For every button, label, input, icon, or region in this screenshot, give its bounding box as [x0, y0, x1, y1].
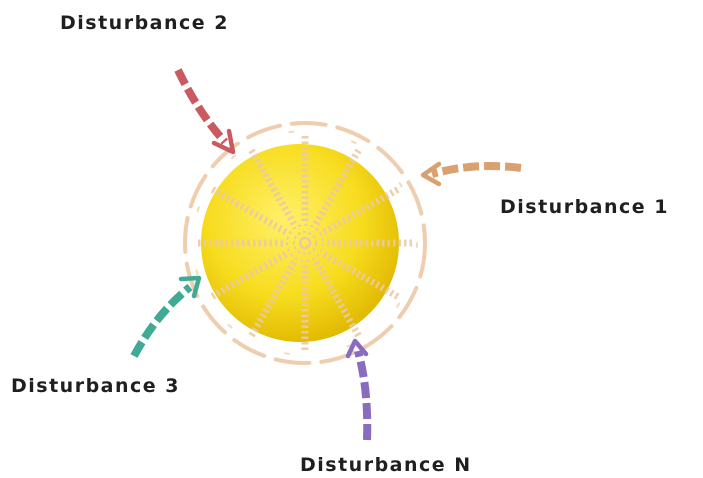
center-rings: [286, 224, 324, 262]
disturbance-2-arrow: [174, 68, 236, 155]
force-ray: [209, 185, 288, 236]
force-ray: [312, 147, 363, 226]
disturbance-3-arrow: [130, 275, 202, 358]
disturbance-1-arrow: [420, 161, 522, 187]
force-ray: [247, 147, 298, 226]
disturbance-n-label: Disturbance N: [300, 454, 472, 476]
force-ray: [322, 185, 401, 236]
force-ray: [322, 250, 401, 301]
force-ray: [209, 250, 288, 301]
force-ray: [312, 260, 363, 339]
radial-force-lines: [197, 135, 413, 351]
disturbance-3-label: Disturbance 3: [11, 375, 181, 397]
force-ring-inner: [192, 130, 418, 356]
disturbance-n-arrow: [345, 338, 372, 441]
disturbance-2-label: Disturbance 2: [60, 12, 230, 34]
disturbance-1-label: Disturbance 1: [500, 196, 670, 218]
force-ray: [247, 260, 298, 339]
force-ring: [183, 121, 427, 365]
